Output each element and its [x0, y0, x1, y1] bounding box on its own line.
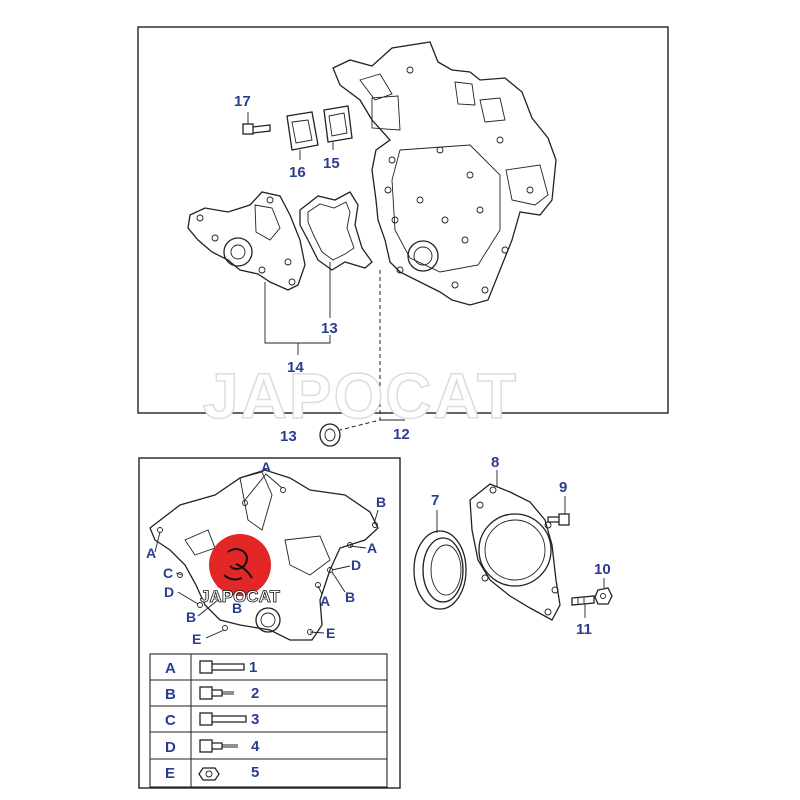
bolt-icon-3	[199, 712, 247, 726]
leader-A-right	[349, 545, 367, 549]
legend-letter-E: E	[165, 765, 175, 782]
leader-14	[264, 282, 331, 344]
leader-B-right	[373, 509, 379, 525]
marker-D-left: D	[164, 584, 174, 600]
cover-bolt-map	[149, 469, 379, 641]
callout-15: 15	[323, 155, 340, 172]
seal-retainer-8	[469, 483, 561, 621]
top-diagram-frame	[137, 26, 669, 414]
callout-11: 11	[576, 621, 592, 638]
legend-part-1: 1	[249, 659, 257, 676]
callout-8: 8	[491, 454, 499, 471]
leader-D-right	[331, 565, 351, 571]
oil-seal-13	[319, 423, 341, 447]
leader-C	[175, 572, 183, 576]
callout-10: 10	[594, 561, 611, 578]
bolt-icon-2	[199, 686, 234, 700]
leader-E-right	[309, 631, 325, 634]
marker-A-right: A	[367, 540, 377, 556]
legend-part-2: 2	[251, 685, 259, 702]
watermark-text: JAPOCAT	[203, 360, 518, 432]
leader-E-left	[205, 629, 225, 639]
bolt-icon-4	[199, 739, 238, 753]
callout-16: 16	[289, 164, 306, 181]
leader-A-center	[317, 585, 323, 595]
marker-D-right: D	[351, 557, 361, 573]
bolt-9	[547, 513, 570, 526]
marker-B-center: B	[232, 600, 242, 616]
stud-11	[571, 595, 595, 606]
legend-part-5: 5	[251, 764, 259, 781]
callout-17: 17	[234, 93, 251, 110]
marker-B-right: B	[376, 494, 386, 510]
gasket-16	[286, 111, 319, 151]
water-pump	[187, 191, 306, 291]
marker-B-far-right: B	[345, 589, 355, 605]
callout-13-seal: 13	[280, 428, 297, 445]
water-pump-gasket-inner	[307, 201, 355, 261]
bolt-17	[242, 123, 271, 135]
marker-A-left: A	[146, 545, 156, 561]
bolt-legend-table	[149, 653, 388, 788]
rear-oil-seal-7	[413, 530, 467, 610]
legend-letter-C: C	[165, 712, 176, 729]
bolt-icon-1	[199, 660, 245, 674]
marker-A-top: A	[261, 459, 271, 475]
nut-icon-5	[198, 767, 220, 781]
logo-text: JAPOCAT	[200, 587, 281, 606]
legend-part-4: 4	[251, 738, 260, 755]
nut-10	[594, 587, 613, 605]
callout-12: 12	[393, 426, 410, 443]
leader-B-left	[197, 599, 219, 617]
marker-A-center: A	[320, 593, 330, 609]
marker-E-right: E	[326, 625, 335, 641]
leader-B-far-right	[331, 571, 346, 593]
callout-14: 14	[287, 359, 304, 376]
legend-part-3: 3	[251, 711, 259, 728]
bolt-location-frame	[138, 457, 401, 789]
marker-E-left: E	[192, 631, 201, 647]
timing-chain-cover	[332, 41, 557, 306]
marker-C: C	[163, 565, 173, 581]
callout-7: 7	[431, 492, 439, 509]
water-pump-gasket	[299, 191, 373, 271]
callout-13-top: 13	[321, 320, 338, 337]
leader-A-top	[244, 473, 283, 501]
japocat-logo: JAPOCAT	[200, 534, 281, 606]
leader-A-left	[154, 531, 161, 553]
leader-D-left	[177, 591, 199, 605]
legend-letter-D: D	[165, 739, 176, 756]
legend-letter-B: B	[165, 686, 176, 703]
marker-B-left: B	[186, 609, 196, 625]
gasket-15	[323, 105, 353, 143]
callout-9: 9	[559, 479, 567, 496]
legend-letter-A: A	[165, 660, 176, 677]
